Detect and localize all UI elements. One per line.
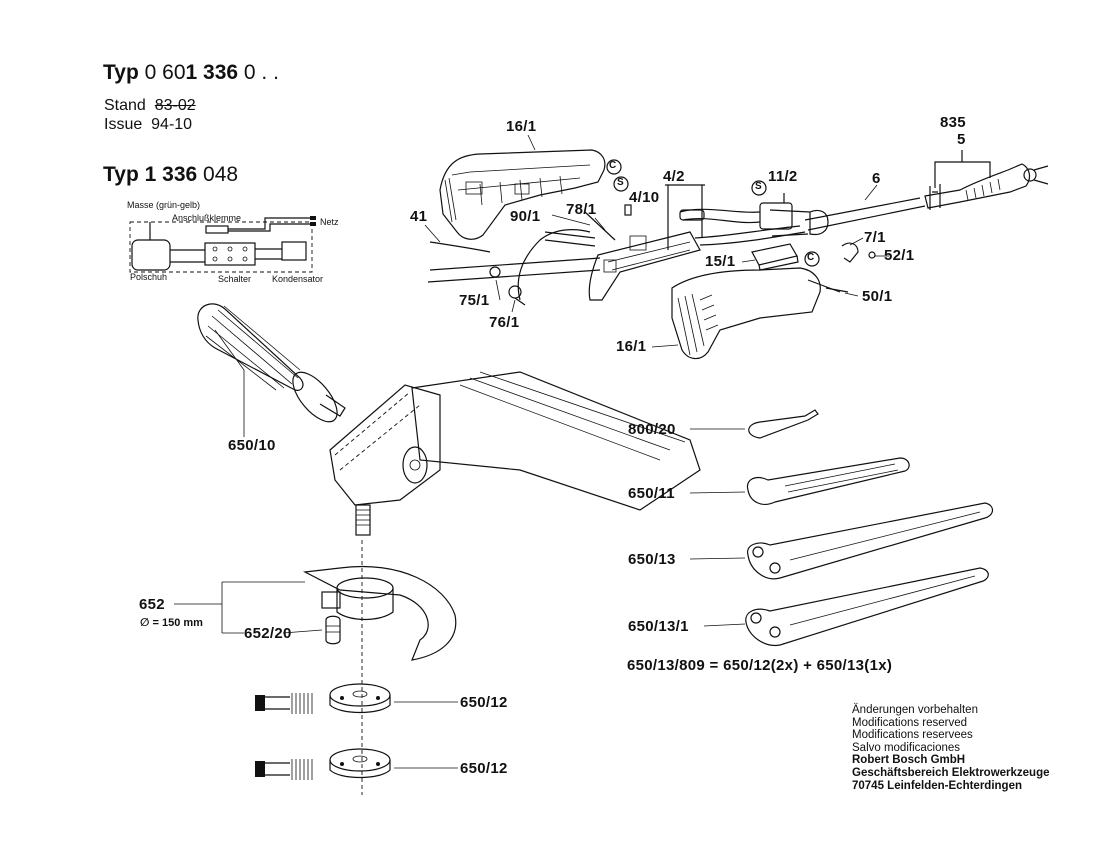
cable-clamp <box>825 242 876 293</box>
type2-number-suffix: 048 <box>203 163 239 186</box>
schematic-label-anschluss: Anschlußklemme <box>172 213 242 223</box>
part-650-10: 650/10 <box>228 437 276 454</box>
type2-label: Typ <box>103 163 139 186</box>
auxiliary-handle <box>197 303 346 423</box>
part-5: 5 <box>957 131 966 148</box>
part-650-13-1: 650/13/1 <box>628 618 689 635</box>
footer-company-division: Geschäftsbereich Elektrowerkzeuge <box>852 766 1050 779</box>
type-number-header: Typ 0 601 336 0 . . <box>103 61 279 85</box>
brush-block <box>751 243 799 271</box>
footer-line-en: Modifications reserved <box>852 716 968 729</box>
type-label: Typ <box>103 61 139 84</box>
part-15-1: 15/1 <box>705 253 736 270</box>
part-16-1-top: 16/1 <box>506 118 537 135</box>
schematic-label-masse: Masse (grün-gelb) <box>127 200 201 210</box>
marker-circles <box>606 159 820 267</box>
part-835: 835 <box>940 114 966 131</box>
housing-half-bottom <box>671 267 841 360</box>
wheel-guard <box>302 566 457 661</box>
part-650-13: 650/13 <box>628 551 676 568</box>
stand-label: Stand <box>104 97 146 114</box>
spanner-650-13-1 <box>745 567 989 647</box>
footer-company-name: Robert Bosch GmbH <box>852 754 966 767</box>
marker-c-top: C <box>609 160 617 171</box>
switch-carrier <box>584 184 705 301</box>
wiring-schematic <box>129 216 316 273</box>
part-652-20: 652/20 <box>244 625 292 642</box>
schematic-label-schalter: Schalter <box>218 274 252 284</box>
marker-s-top: S <box>617 177 624 188</box>
type2-number-core: 1 336 <box>144 163 198 186</box>
internal-leads <box>427 229 601 306</box>
spanner-650-13 <box>746 502 994 580</box>
power-cable <box>769 150 1049 237</box>
housing-half-top <box>439 149 606 240</box>
part-650-12-upper: 650/12 <box>460 694 508 711</box>
leader-lines <box>174 134 889 769</box>
part-52-1: 52/1 <box>884 247 915 264</box>
capacitor <box>679 193 806 246</box>
schematic-label-netz: Netz <box>320 217 339 227</box>
part-652-diameter: ∅ = 150 mm <box>140 617 203 629</box>
stand-value: 83-02 <box>154 97 196 114</box>
issue-line: Issue 94-10 <box>104 115 192 134</box>
part-4-10: 4/10 <box>629 189 660 206</box>
part-4-2: 4/2 <box>663 168 685 185</box>
part-16-1-bottom: 16/1 <box>616 338 647 355</box>
flange-lower <box>255 748 391 780</box>
type-number-suffix: 0 . . <box>243 61 279 84</box>
part-7-1: 7/1 <box>864 229 886 246</box>
part-650-12-lower: 650/12 <box>460 760 508 777</box>
marker-s-capacitor: S <box>755 181 762 192</box>
type-number-secondary: Typ 1 336 048 <box>103 163 238 187</box>
part-6: 6 <box>872 170 881 187</box>
spanner-650-11 <box>746 457 910 505</box>
stand-line: Stand 83-02 <box>104 96 196 115</box>
footer-line-es: Salvo modificaciones <box>852 741 961 754</box>
issue-label: Issue <box>104 116 143 133</box>
schematic-label-kondensator: Kondensator <box>272 274 324 284</box>
part-50-1: 50/1 <box>862 288 893 305</box>
part-76-1: 76/1 <box>489 314 520 331</box>
footer-notes: Änderungen vorbehalten Modifications res… <box>852 704 1050 792</box>
schematic-label-polschuh: Polschuh <box>130 272 168 282</box>
footer-company-address: 70745 Leinfelden-Echterdingen <box>852 779 1022 792</box>
part-78-1: 78/1 <box>566 201 597 218</box>
part-800-20: 800/20 <box>628 421 676 438</box>
part-650-11: 650/11 <box>628 485 675 502</box>
part-41: 41 <box>410 208 428 225</box>
angle-grinder <box>329 371 701 536</box>
footer-line-de: Änderungen vorbehalten <box>852 704 978 716</box>
part-650-13-809-set: 650/13/809 = 650/12(2x) + 650/13(1x) <box>627 657 893 674</box>
part-90-1: 90/1 <box>510 208 541 225</box>
issue-value: 94-10 <box>151 116 193 133</box>
type-number-prefix: 0 60 <box>144 61 186 84</box>
type-number-core: 1 336 <box>185 61 239 84</box>
spanner-800-20 <box>748 409 819 439</box>
part-75-1: 75/1 <box>459 292 490 309</box>
flange-upper <box>255 683 391 714</box>
footer-line-fr: Modifications reservees <box>852 729 973 742</box>
part-652: 652 <box>139 596 165 613</box>
marker-c-handle: C <box>807 252 815 263</box>
part-11-2: 11/2 <box>768 168 798 185</box>
